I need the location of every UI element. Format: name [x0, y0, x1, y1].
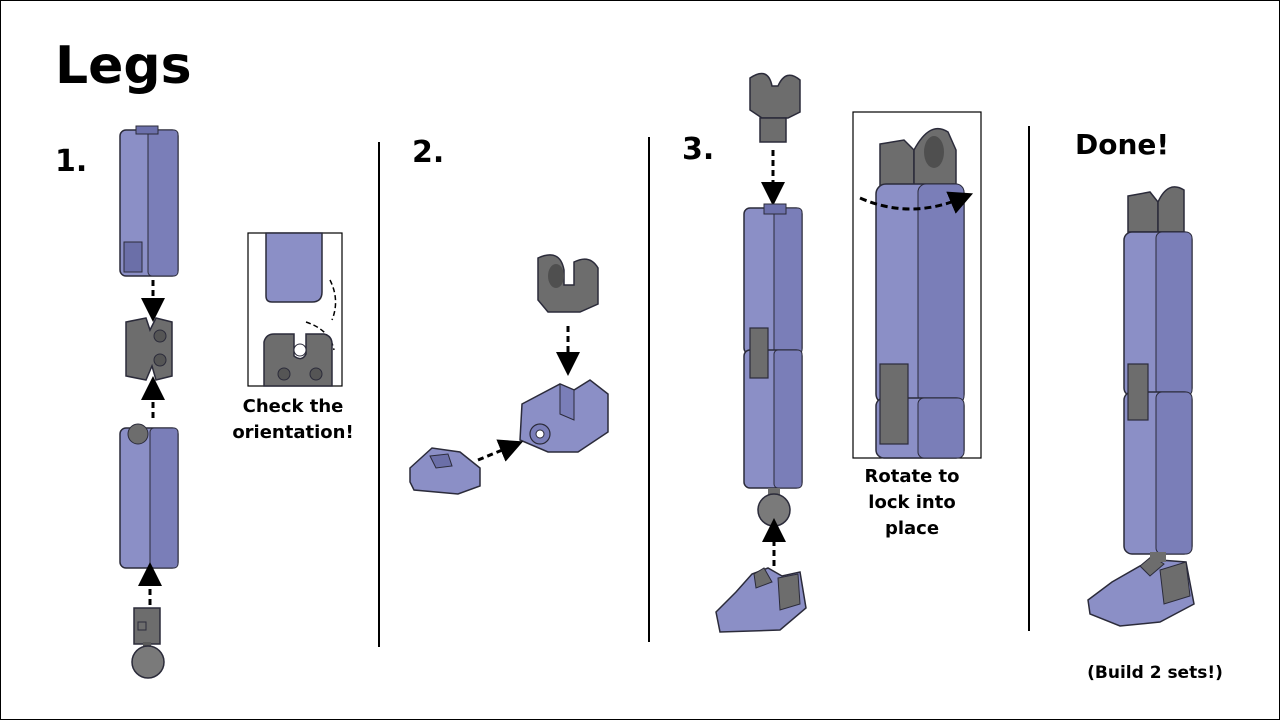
orientation-detail-inset: [247, 232, 343, 387]
step2-hip-clip: [537, 254, 599, 313]
step1-ball-joint: [131, 607, 165, 679]
step1-lower-leg-tube: [119, 423, 179, 569]
rotate-caption-line2: lock into: [868, 492, 956, 513]
slide-title: Legs: [55, 36, 192, 96]
orientation-caption-line2: orientation!: [232, 422, 354, 443]
divider-3: [1028, 126, 1030, 631]
orientation-caption-line1: Check the: [242, 396, 344, 417]
step-2-number: 2.: [412, 135, 445, 170]
step3-hip-clip: [749, 72, 801, 143]
step3-assembled-leg: [743, 203, 803, 527]
orientation-caption: Check the orientation!: [228, 394, 358, 446]
step1-upper-leg-tube: [119, 125, 179, 277]
rotate-detail-inset: [852, 111, 982, 459]
build-sets-note: (Build 2 sets!): [1087, 663, 1223, 683]
divider-2: [648, 137, 650, 642]
rotate-caption-line3: place: [884, 518, 940, 539]
step2-foot-bracket: [519, 379, 609, 453]
rotate-caption-line1: Rotate to: [864, 466, 960, 487]
divider-1: [378, 142, 380, 647]
done-label: Done!: [1075, 128, 1170, 161]
step-3-number: 3.: [682, 132, 715, 167]
step2-toe-piece: [409, 447, 481, 495]
step-1-number: 1.: [55, 144, 88, 179]
step1-knee-joint: [125, 317, 173, 381]
done-complete-leg: [1087, 186, 1195, 627]
rotate-caption: Rotate to lock into place: [852, 464, 972, 542]
step3-foot: [715, 567, 807, 633]
step2-arrow-diagonal: [477, 439, 524, 462]
